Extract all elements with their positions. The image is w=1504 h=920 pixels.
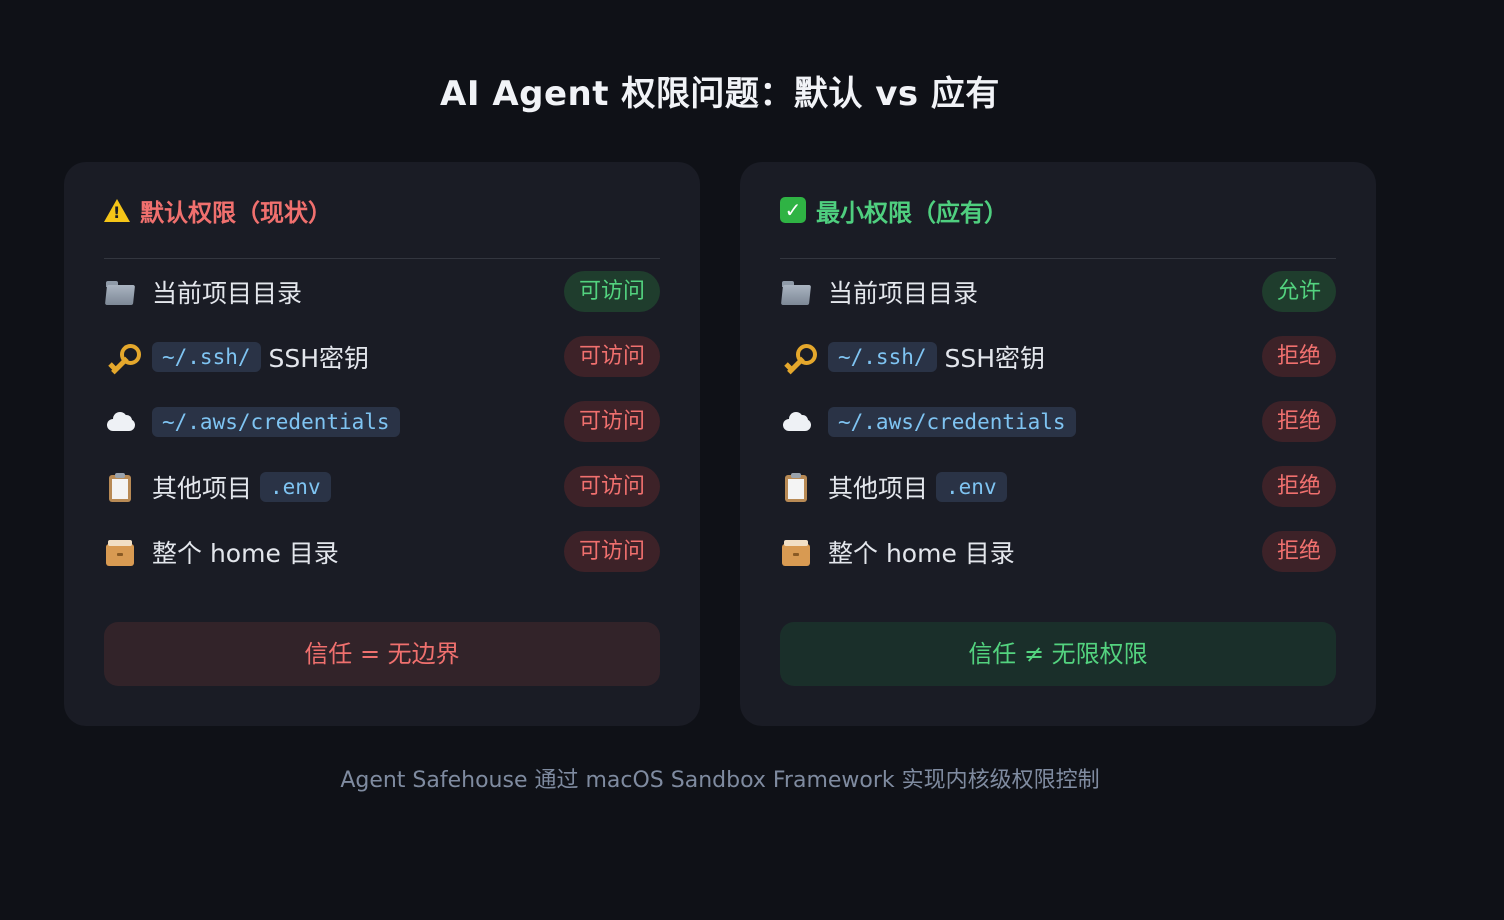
status-badge: 拒绝 — [1261, 401, 1336, 442]
file-cabinet-icon — [780, 536, 812, 568]
list-item-ssh: ~/.ssh/ SSH密钥 可访问 — [104, 324, 660, 389]
warning-icon — [104, 198, 130, 222]
status-badge: 拒绝 — [1261, 531, 1336, 572]
status-badge: 拒绝 — [1261, 466, 1336, 507]
card-header: 默认权限（现状） — [104, 162, 660, 259]
cloud-icon — [780, 406, 812, 438]
cloud-icon — [104, 406, 136, 438]
trust-summary: 信任 ≠ 无限权限 — [780, 622, 1336, 686]
list-item-env: 其他项目 .env 拒绝 — [780, 454, 1336, 519]
key-icon — [104, 341, 141, 374]
row-label: SSH密钥 — [268, 343, 370, 373]
row-label: 当前项目目录 — [828, 278, 979, 308]
list-item-env: 其他项目 .env 可访问 — [104, 454, 660, 519]
clipboard-icon — [780, 471, 812, 503]
path-code: ~/.ssh/ — [152, 341, 261, 372]
row-label: 其他项目 — [152, 473, 253, 503]
list-item-project-dir: 当前项目目录 可访问 — [104, 259, 660, 324]
least-privilege-card: ✓ 最小权限（应有） 当前项目目录 允许 ~/.ssh/ SSH密钥 拒绝 ~/… — [740, 162, 1376, 726]
path-code: ~/.aws/credentials — [828, 406, 1076, 437]
path-code: .env — [936, 471, 1007, 502]
list-item-aws: ~/.aws/credentials 可访问 — [104, 389, 660, 454]
card-title: 默认权限（现状） — [140, 198, 332, 227]
row-label: SSH密钥 — [944, 343, 1046, 373]
row-label: 整个 home 目录 — [152, 538, 339, 568]
status-badge: 可访问 — [563, 466, 660, 507]
list-item-ssh: ~/.ssh/ SSH密钥 拒绝 — [780, 324, 1336, 389]
default-permissions-card: 默认权限（现状） 当前项目目录 可访问 ~/.ssh/ SSH密钥 可访问 ~/… — [64, 162, 700, 726]
row-label: 其他项目 — [828, 473, 929, 503]
list-item-project-dir: 当前项目目录 允许 — [780, 259, 1336, 324]
row-label: 当前项目目录 — [152, 278, 303, 308]
path-code: ~/.aws/credentials — [152, 406, 400, 437]
list-item-home: 整个 home 目录 拒绝 — [780, 519, 1336, 584]
list-item-home: 整个 home 目录 可访问 — [104, 519, 660, 584]
folder-icon — [104, 276, 136, 308]
card-header: ✓ 最小权限（应有） — [780, 162, 1336, 259]
status-badge: 允许 — [1261, 271, 1336, 312]
trust-summary: 信任 = 无边界 — [104, 622, 660, 686]
status-badge: 可访问 — [563, 401, 660, 442]
status-badge: 可访问 — [563, 336, 660, 377]
status-badge: 可访问 — [563, 271, 660, 312]
path-code: ~/.ssh/ — [828, 341, 937, 372]
check-icon: ✓ — [780, 197, 806, 223]
file-cabinet-icon — [104, 536, 136, 568]
status-badge: 拒绝 — [1261, 336, 1336, 377]
page-title: AI Agent 权限问题：默认 vs 应有 — [440, 74, 1000, 114]
card-title: 最小权限（应有） — [816, 198, 1008, 227]
row-label: 整个 home 目录 — [828, 538, 1015, 568]
status-badge: 可访问 — [563, 531, 660, 572]
folder-icon — [780, 276, 812, 308]
caption: Agent Safehouse 通过 macOS Sandbox Framewo… — [340, 768, 1100, 793]
path-code: .env — [260, 471, 331, 502]
clipboard-icon — [104, 471, 136, 503]
list-item-aws: ~/.aws/credentials 拒绝 — [780, 389, 1336, 454]
key-icon — [780, 341, 817, 374]
